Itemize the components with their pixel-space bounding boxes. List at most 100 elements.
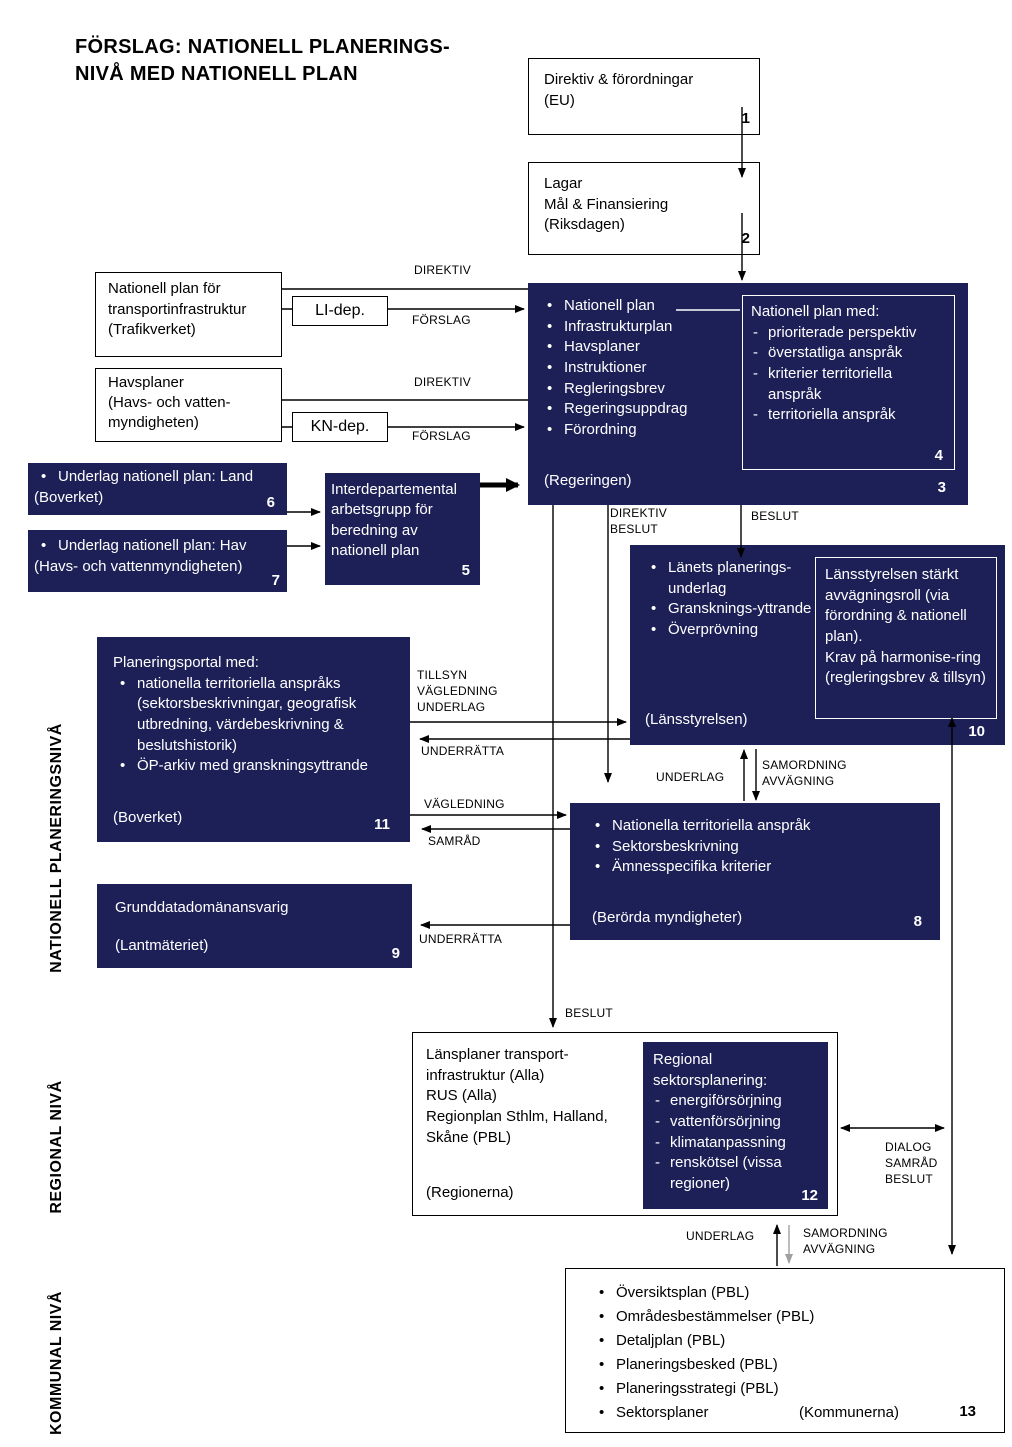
box-regeringen-item: Nationell plan [540, 296, 968, 317]
box-nationell-plan-med-item: prioriterade perspektiv [751, 323, 946, 344]
label-samordning-mid-line2: AVVÄGNING [762, 773, 835, 788]
label-underlag-kommun: UNDERLAG [686, 1229, 755, 1243]
label-direktiv-beslut-line2: BESLUT [610, 521, 658, 536]
label-underratta-1: UNDERRÄTTA [421, 744, 505, 758]
label-samrad: SAMRÅD [428, 834, 481, 848]
box-berorda-item: Nationella territoriella anspråk [588, 816, 940, 837]
box-berorda-item: Ämnesspecifika kriterier [588, 857, 940, 878]
label-direktiv-beslut: DIREKTIV BESLUT [610, 506, 667, 538]
box-li-dep: LI-dep. [292, 296, 388, 326]
box-lansstyrelsen-starkt-text2: Krav på harmonise-ring (regleringsbrev &… [825, 648, 986, 687]
label-direktiv-1: DIREKTIV [414, 263, 471, 277]
label-dialog-samrad: SAMRÅD [885, 1155, 938, 1170]
box-regionerna-line: Länsplaner transport-infrastruktur (Alla… [426, 1046, 569, 1084]
box-nationell-plan-med-item: kriterier territoriella anspråk [751, 364, 946, 405]
box-nationell-plan-med: Nationell plan med: prioriterade perspek… [742, 295, 955, 470]
box-regeringen-item: Förordning [540, 420, 968, 441]
box-regional-sektorsplanering-item: vattenförsörjning [653, 1112, 820, 1133]
box-trafikverket-line2: transportinfrastruktur [108, 300, 247, 318]
box-kommunerna-item: Detaljplan (PBL) [592, 1329, 1004, 1353]
box-regeringen-item: Instruktioner [540, 358, 968, 379]
label-beslut-regional: BESLUT [565, 1006, 613, 1020]
box-underlag-hav-item: Underlag nationell plan: Hav [34, 536, 281, 557]
box-underlag-land-footer: (Boverket) [34, 488, 104, 506]
label-samordning-mid: SAMORDNING AVVÄGNING [762, 758, 847, 790]
label-dialog-stack: DIALOG SAMRÅD BESLUT [885, 1140, 938, 1187]
box-regional-sektorsplanering: Regional sektorsplanering: energiförsörj… [643, 1042, 828, 1209]
box-kn-dep-label: KN-dep. [310, 418, 370, 435]
box-kn-dep: KN-dep. [292, 412, 388, 442]
box-lansstyrelsen-item: Gransknings-yttrande [644, 599, 823, 620]
box-planeringsportal: Planeringsportal med: nationella territo… [97, 637, 410, 842]
page-title: FÖRSLAG: NATIONELL PLANERINGS- NIVÅ MED … [75, 34, 450, 88]
level-label-municipal: KOMMUNAL NIVÅ [48, 1291, 65, 1435]
box-kommunerna-item: Planeringsstrategi (PBL) [592, 1377, 1004, 1401]
box-eu-line1: Direktiv & förordningar [544, 71, 694, 88]
label-dialog: DIALOG [885, 1140, 932, 1154]
box-underlag-hav-number: 7 [271, 572, 280, 590]
label-beslut-lansstyrelsen: BESLUT [751, 509, 799, 523]
box-nationell-plan-med-number: 4 [934, 447, 943, 465]
label-tillsyn: TILLSYN [417, 668, 468, 682]
label-underratta-2: UNDERRÄTTA [419, 932, 503, 946]
box-regional-sektorsplanering-item: klimatanpassning [653, 1133, 820, 1154]
box-regeringen-number: 3 [937, 479, 946, 497]
box-kommunerna: Översiktsplan (PBL) Områdesbestämmelser … [565, 1268, 1005, 1433]
label-samordning-kommun-line1: SAMORDNING [803, 1226, 888, 1240]
box-nationell-plan-med-item: överstatliga anspråk [751, 343, 946, 364]
box-lantmateriet-line1: Grunddatadomänansvarig [115, 899, 289, 916]
box-havsplaner-line2: (Havs- och vatten- [108, 393, 231, 411]
label-samordning-kommun: SAMORDNING AVVÄGNING [803, 1226, 888, 1258]
box-interdepartemental: Interdepartemental arbetsgrupp för bered… [325, 473, 480, 585]
box-interdepartemental-line2: arbetsgrupp för [331, 501, 433, 519]
box-regionerna-line: RUS (Alla) [426, 1087, 497, 1105]
box-nationell-plan-med-item: territoriella anspråk [751, 405, 946, 426]
label-samordning-mid-line1: SAMORDNING [762, 758, 847, 772]
box-lansstyrelsen: Länets planerings-underlag Gransknings-y… [630, 545, 1005, 745]
label-forslag-2: FÖRSLAG [412, 429, 471, 443]
box-berorda-number: 8 [913, 913, 922, 931]
box-lansstyrelsen-starkt-text1: Länsstyrelsen stärkt avvägningsroll (via… [825, 566, 967, 646]
box-regional-sektorsplanering-item: renskötsel (vissa regioner) [653, 1153, 820, 1194]
page-title-line1: FÖRSLAG: NATIONELL PLANERINGS- [75, 36, 450, 58]
label-tillsyn-stack: TILLSYN VÄGLEDNING UNDERLAG [417, 668, 498, 715]
box-eu-number: 1 [741, 110, 750, 128]
box-kommunerna-footer: (Kommunerna) [798, 1404, 899, 1421]
box-trafikverket-line3: (Trafikverket) [108, 321, 196, 339]
box-regeringen-item: Regeringsuppdrag [540, 399, 968, 420]
box-lansstyrelsen-starkt: Länsstyrelsen stärkt avvägningsroll (via… [815, 557, 997, 719]
box-havsplaner-line3: myndigheten) [108, 413, 199, 431]
box-nationell-plan-med-heading: Nationell plan med: [751, 303, 880, 320]
box-regional-sektorsplanering-heading: Regional sektorsplanering: [653, 1051, 768, 1089]
box-li-dep-label: LI-dep. [315, 302, 365, 319]
label-underlag-1: UNDERLAG [417, 699, 486, 714]
box-lantmateriet-line2: (Lantmäteriet) [115, 936, 209, 954]
box-interdepartemental-line3: beredning av [331, 521, 418, 539]
box-regionerna-footer: (Regionerna) [426, 1184, 514, 1202]
label-direktiv-2: DIREKTIV [414, 375, 471, 389]
box-regeringen-item: Havsplaner [540, 337, 968, 358]
box-interdepartemental-line4: nationell plan [331, 541, 420, 559]
label-direktiv-beslut-line1: DIREKTIV [610, 506, 667, 520]
box-riksdagen-line1: Lagar [544, 175, 583, 192]
box-planeringsportal-heading: Planeringsportal med: [113, 654, 259, 671]
box-kommunerna-item: Sektorsplaner [592, 1401, 1004, 1425]
box-lantmateriet-number: 9 [391, 945, 400, 963]
box-regional-sektorsplanering-item: energiförsörjning [653, 1091, 820, 1112]
box-trafikverket: Nationell plan för transportinfrastruktu… [95, 272, 282, 357]
box-lansstyrelsen-item: Länets planerings-underlag [644, 558, 823, 599]
level-label-regional: REGIONAL NIVÅ [48, 1080, 65, 1214]
box-riksdagen: Lagar Mål & Finansiering (Riksdagen) 2 [528, 162, 760, 255]
label-vagledning-2: VÄGLEDNING [424, 797, 505, 811]
box-lansstyrelsen-item: Överprövning [644, 620, 823, 641]
box-riksdagen-number: 2 [741, 230, 750, 248]
box-underlag-land: Underlag nationell plan: Land (Boverket)… [28, 463, 287, 515]
box-regional-sektorsplanering-number: 12 [801, 1187, 818, 1205]
box-kommunerna-item: Planeringsbesked (PBL) [592, 1353, 1004, 1377]
box-eu-line2: (EU) [544, 91, 575, 109]
box-underlag-hav-footer: (Havs- och vattenmyndigheten) [34, 557, 243, 575]
box-berorda-footer: (Berörda myndigheter) [592, 909, 743, 927]
box-underlag-land-item: Underlag nationell plan: Land [34, 467, 281, 488]
box-interdepartemental-number: 5 [461, 561, 470, 579]
